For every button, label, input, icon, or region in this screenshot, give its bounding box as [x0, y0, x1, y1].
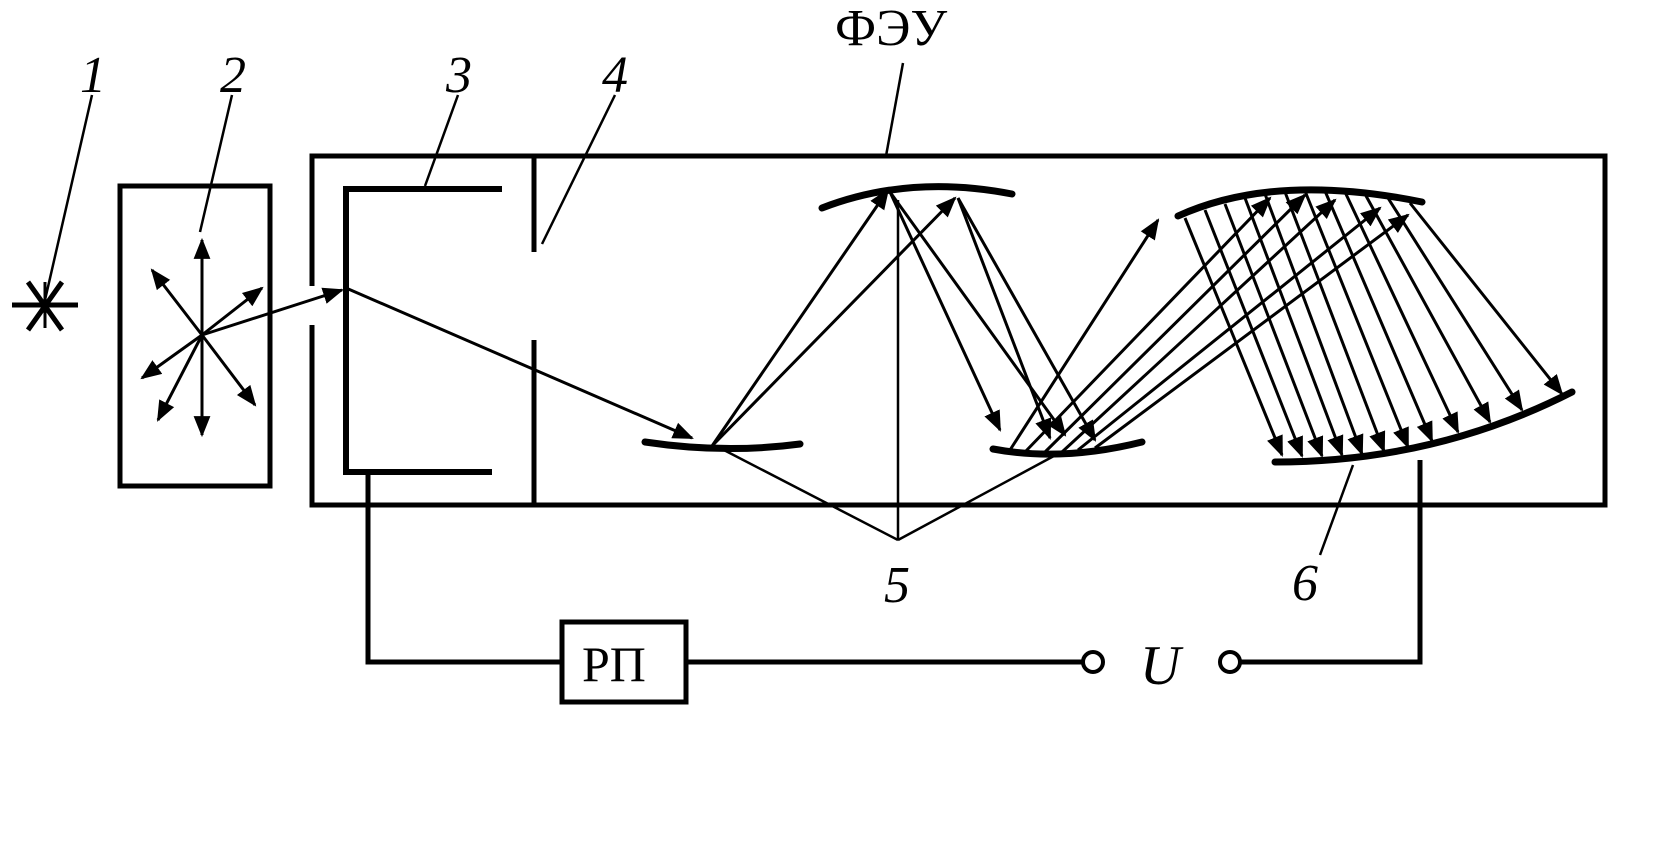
label-scintillator: 2	[220, 47, 246, 104]
recorder-label: РП	[582, 636, 646, 692]
dynode-pointers	[719, 200, 1066, 542]
label-photocathode: 3	[445, 47, 472, 104]
leader-line-pmt	[884, 62, 905, 157]
circuit-wire-right	[1240, 460, 1423, 665]
leader-line-6	[1318, 464, 1355, 556]
label-source: 1	[80, 47, 106, 104]
voltage-label: U	[1140, 635, 1184, 697]
label-pmt: ФЭУ	[835, 0, 947, 57]
radiation-source-icon	[12, 280, 78, 332]
leader-line-4	[540, 94, 617, 245]
terminal-right	[1218, 650, 1242, 674]
label-anode: 6	[1292, 555, 1318, 612]
pmt-housing	[309, 153, 1608, 508]
scintillation-arrows	[140, 237, 344, 438]
label-focusing-electrode: 4	[602, 47, 628, 104]
leader-line-3	[423, 94, 460, 187]
dynode-1	[641, 438, 804, 453]
scintillator-box	[117, 183, 273, 489]
anode-top-dynode	[1174, 186, 1426, 220]
leader-line-2	[198, 94, 234, 233]
electron-cascade	[710, 188, 1564, 458]
circuit-wire-left	[365, 472, 562, 665]
photocathode	[343, 186, 502, 475]
dynode-2	[818, 183, 1016, 212]
dynode-3	[989, 438, 1146, 458]
anode	[1271, 388, 1576, 466]
label-dynodes: 5	[884, 557, 910, 614]
photoelectron-trajectory	[345, 286, 694, 440]
leader-line-1	[43, 94, 94, 301]
terminal-left	[1081, 650, 1105, 674]
